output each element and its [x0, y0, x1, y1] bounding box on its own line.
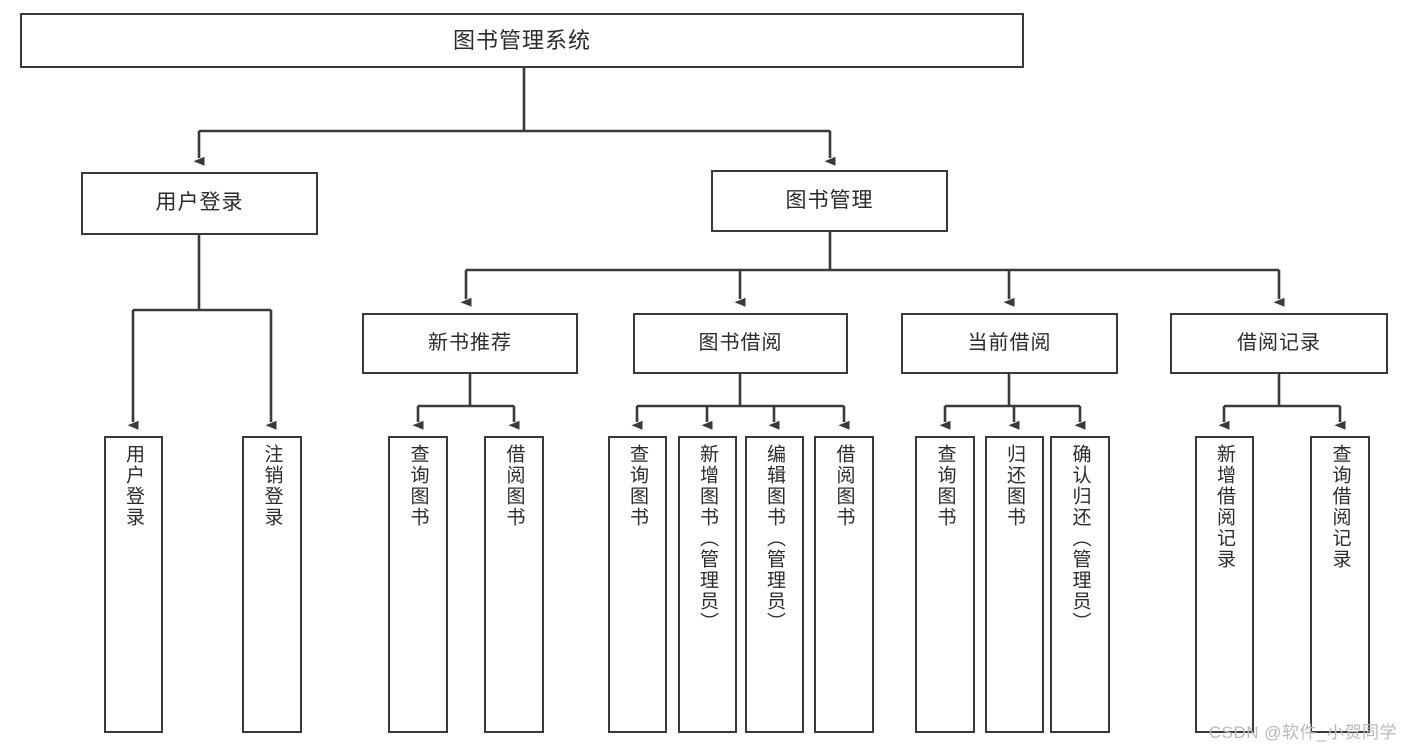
node-new-book-recommend-label: 新书推荐: [428, 332, 512, 354]
leaf-confirm-return-admin-label: 确认归还（管理员）: [1069, 444, 1091, 633]
node-user-login-label: 用户登录: [155, 191, 244, 215]
node-book-management[interactable]: 图书管理: [711, 170, 948, 232]
watermark-text: CSDN @软件_小贺同学: [1208, 723, 1397, 742]
leaf-add-borrow-record[interactable]: 新增借阅记录: [1195, 436, 1254, 733]
leaf-borrow-book-recommend-label: 借阅图书: [503, 444, 525, 528]
leaf-query-book-recommend[interactable]: 查询图书: [388, 436, 448, 733]
leaf-query-borrow-record[interactable]: 查询借阅记录: [1310, 436, 1370, 733]
leaf-add-borrow-record-label: 新增借阅记录: [1214, 444, 1236, 570]
node-root-label: 图书管理系统: [452, 27, 591, 53]
node-borrow-record-label: 借阅记录: [1237, 332, 1321, 354]
leaf-edit-book-admin-label: 编辑图书（管理员）: [764, 444, 786, 633]
leaf-logout[interactable]: 注销登录: [242, 436, 302, 733]
leaf-user-login-label: 用户登录: [123, 444, 145, 528]
leaf-add-book-admin[interactable]: 新增图书（管理员）: [678, 436, 737, 733]
leaf-edit-book-admin[interactable]: 编辑图书（管理员）: [745, 436, 804, 733]
leaf-borrow-book-label: 借阅图书: [833, 444, 855, 528]
leaf-return-book[interactable]: 归还图书: [985, 436, 1044, 733]
leaf-query-book-borrow[interactable]: 查询图书: [608, 436, 667, 733]
leaf-borrow-book[interactable]: 借阅图书: [814, 436, 874, 733]
node-book-borrow-label: 图书借阅: [698, 332, 783, 354]
leaf-return-book-label: 归还图书: [1004, 444, 1026, 528]
node-current-borrow-label: 当前借阅: [967, 332, 1052, 354]
node-borrow-record[interactable]: 借阅记录: [1170, 313, 1388, 374]
node-new-book-recommend[interactable]: 新书推荐: [362, 313, 578, 374]
leaf-query-book-recommend-label: 查询图书: [407, 444, 429, 528]
node-user-login[interactable]: 用户登录: [81, 172, 318, 235]
leaf-query-book-current[interactable]: 查询图书: [915, 436, 975, 733]
node-book-management-label: 图书管理: [785, 188, 874, 212]
leaf-query-book-borrow-label: 查询图书: [627, 444, 649, 528]
leaf-user-login[interactable]: 用户登录: [104, 436, 163, 733]
leaf-confirm-return-admin[interactable]: 确认归还（管理员）: [1050, 436, 1110, 733]
leaf-query-borrow-record-label: 查询借阅记录: [1329, 444, 1351, 570]
node-book-borrow[interactable]: 图书借阅: [633, 313, 848, 374]
leaf-query-book-current-label: 查询图书: [934, 444, 956, 528]
leaf-borrow-book-recommend[interactable]: 借阅图书: [484, 436, 544, 733]
leaf-logout-label: 注销登录: [261, 444, 283, 528]
node-current-borrow[interactable]: 当前借阅: [901, 313, 1118, 374]
node-root[interactable]: 图书管理系统: [20, 13, 1024, 68]
leaf-add-book-admin-label: 新增图书（管理员）: [697, 444, 719, 633]
